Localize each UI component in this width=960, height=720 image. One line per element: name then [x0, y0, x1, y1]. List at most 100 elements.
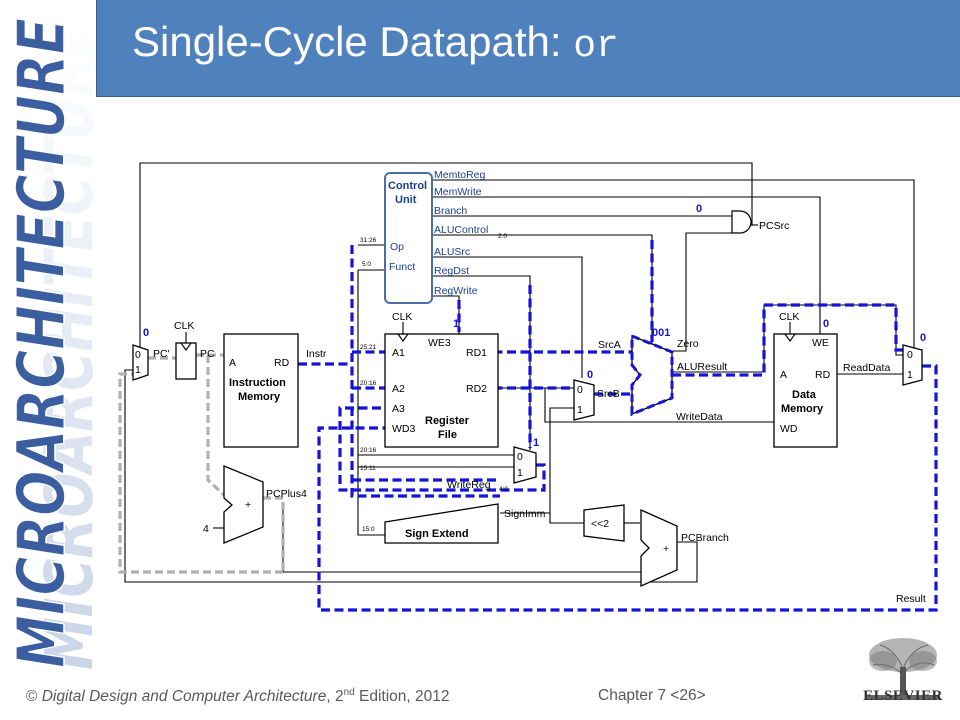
- val-pcsrc: 0: [143, 327, 149, 339]
- rf-label-1: Register: [425, 415, 470, 427]
- val-alucontrol: 001: [652, 327, 670, 339]
- control-title-2: Unit: [395, 194, 417, 206]
- adder2-plus: +: [663, 543, 669, 555]
- srcbmux-in1: 1: [577, 404, 583, 416]
- rf-a3: A3: [392, 403, 405, 415]
- sig-writereg: WriteReg: [447, 479, 491, 491]
- clk-dm: CLK: [779, 311, 799, 323]
- sig-result: Result: [896, 593, 926, 605]
- const-four: 4: [203, 523, 209, 535]
- dm-wd: WD: [780, 423, 798, 435]
- sig-pc: PC: [200, 348, 215, 360]
- sig-pcbranch: PCBranch: [681, 532, 729, 544]
- inactive-paths: [118, 353, 285, 574]
- sig-pc-prime: PC': [153, 348, 170, 360]
- bits-rt2: 20:16: [360, 447, 377, 454]
- sig-pcplus4: PCPlus4: [266, 488, 307, 500]
- clk-rf: CLK: [392, 311, 412, 323]
- result-mux: 0 1 0 Result: [896, 332, 926, 605]
- dm-rd: RD: [815, 369, 831, 381]
- footer-book: Digital Design and Computer Architecture: [41, 688, 327, 706]
- srcb-mux: 0 1 0 SrcB: [573, 369, 620, 421]
- val-regwrite: 1: [453, 318, 459, 330]
- alu: SrcA Zero ALUResult 001 WriteData: [598, 327, 727, 423]
- resmux-in0: 0: [907, 349, 913, 361]
- adder1-plus: +: [245, 499, 251, 511]
- sig-branch: Branch: [434, 205, 467, 217]
- pcplus4-adder: + 4 PCPlus4: [203, 465, 307, 544]
- dm-a: A: [780, 369, 787, 381]
- dm-we: WE: [812, 337, 829, 349]
- im-label-1: Instruction: [229, 377, 286, 389]
- wrmux-in1: 1: [517, 467, 523, 479]
- sig-readdata: ReadData: [843, 362, 890, 374]
- wrmux-in0: 0: [517, 451, 523, 463]
- writereg-mux: 0 1 1 WriteReg 4:0: [447, 437, 539, 493]
- val-alusrc: 0: [587, 369, 593, 381]
- control-op: Op: [390, 241, 404, 253]
- sig-memtoreg: MemtoReg: [434, 169, 486, 181]
- rf-we3: WE3: [428, 337, 451, 349]
- active-paths: [298, 240, 938, 612]
- rf-a1: A1: [392, 347, 405, 359]
- sig-writedata: WriteData: [676, 411, 723, 423]
- rf-wd3: WD3: [392, 423, 415, 435]
- chapter-label: Chapter 7 <26>: [598, 687, 706, 704]
- control-title-1: Control: [388, 180, 427, 192]
- title-main: Single-Cycle Datapath:: [132, 18, 574, 65]
- bits-op: 31:26: [360, 237, 377, 244]
- rf-rd1: RD1: [466, 347, 487, 359]
- shift-left-2: <<2: [583, 504, 625, 542]
- bits-rs: 25:21: [360, 344, 377, 351]
- signext-label: Sign Extend: [405, 528, 469, 540]
- pc-mux: 0 1 0: [132, 327, 149, 381]
- rf-label-2: File: [438, 429, 457, 441]
- val-branch: 0: [696, 203, 702, 215]
- sig-memwrite: MemWrite: [434, 186, 482, 198]
- footer-copyright: ©: [26, 688, 42, 706]
- sig-srcb: SrcB: [597, 388, 620, 400]
- side-banner: MICROARCHITECTURE MICROARCHITECTURE: [2, 17, 96, 670]
- branch-and-gate: 0 PCSrc: [696, 203, 789, 234]
- footer-citation: © Digital Design and Computer Architectu…: [26, 687, 449, 706]
- bits-rd: 15:11: [360, 465, 376, 472]
- elsevier-logo: [858, 635, 948, 701]
- resmux-in1: 1: [907, 369, 913, 381]
- pcbranch-adder: + PCBranch: [640, 508, 729, 588]
- sig-instr: Instr: [306, 348, 327, 360]
- footer-edition-post: Edition, 2012: [354, 688, 450, 706]
- sig-writereg-sub: 4:0: [499, 486, 508, 493]
- sig-aluresult: ALUResult: [677, 361, 727, 373]
- sig-srca: SrcA: [598, 339, 621, 351]
- im-rd: RD: [274, 357, 290, 369]
- side-banner-text: MICROARCHITECTURE: [3, 18, 80, 668]
- footer-edition-sup: nd: [343, 687, 355, 698]
- sig-alusrc: ALUSrc: [434, 246, 470, 258]
- shift-label: <<2: [591, 518, 609, 530]
- sig-regwrite: RegWrite: [434, 285, 478, 297]
- data-memory: CLK WE A RD Data Memory WD 0 ReadData: [773, 311, 890, 448]
- val-memwrite: 0: [823, 318, 829, 330]
- footer-edition-pre: , 2: [326, 688, 344, 706]
- clk-pc: CLK: [174, 320, 194, 332]
- bits-funct: 5:0: [362, 261, 371, 268]
- sig-alucontrol: ALUControl: [434, 224, 488, 236]
- control-unit: Control Unit Op Funct MemtoReg MemWrite …: [384, 169, 507, 304]
- sign-extend: Sign Extend SignImm: [384, 503, 546, 544]
- rf-rd2: RD2: [466, 383, 487, 395]
- register-file: CLK WE3 A1 RD1 A2 RD2 A3 WD3 Register Fi…: [384, 311, 499, 448]
- sig-signimm: SignImm: [504, 508, 546, 520]
- instruction-memory: A RD Instruction Memory: [223, 333, 299, 448]
- elsevier-logo-text: ELSEVIER: [863, 688, 943, 704]
- title-code: or: [573, 25, 619, 68]
- control-funct: Funct: [389, 261, 415, 273]
- slide-title: Single-Cycle Datapath: or: [132, 18, 619, 68]
- im-label-2: Memory: [238, 391, 281, 403]
- val-memtoreg: 0: [920, 332, 926, 344]
- sig-regdst: RegDst: [434, 265, 469, 277]
- im-a: A: [229, 357, 236, 369]
- val-regdst: 1: [533, 437, 539, 449]
- bit-fields: 31:26 5:0 25:21 20:16 20:16 15:11 15:0: [360, 237, 377, 533]
- rf-a2: A2: [392, 383, 405, 395]
